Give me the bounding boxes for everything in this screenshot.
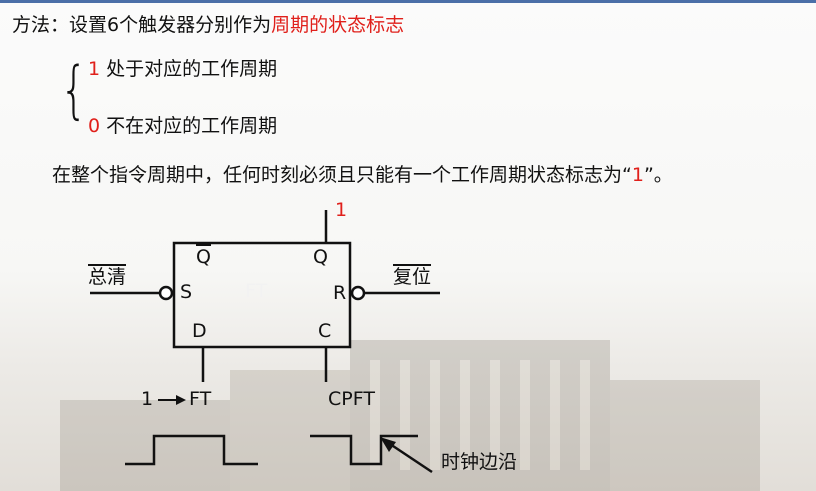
d-input-target: FT: [189, 388, 212, 410]
flipflop-box: [172, 241, 352, 349]
pin-q: Q: [313, 246, 328, 268]
option-zero: 0 不在对应的工作周期: [88, 111, 277, 138]
reset-input-label: 复位: [393, 264, 432, 288]
flipflop-name: FT: [245, 280, 268, 302]
option-one-value: 1: [88, 58, 101, 80]
d-input-value: 1: [141, 388, 154, 410]
option-one: 1 处于对应的工作周期: [88, 54, 277, 81]
set-inversion-bubble: [158, 285, 174, 301]
pin-r: R: [333, 282, 347, 304]
clock-waveform: [310, 434, 418, 466]
d-input-arrowhead: [176, 395, 186, 405]
pin-qbar: Q: [196, 244, 211, 268]
background-building-image: [60, 340, 760, 491]
reset-inversion-bubble: [350, 285, 366, 301]
rule-value: 1: [631, 164, 644, 186]
option-one-text: 处于对应的工作周期: [100, 58, 278, 80]
option-zero-value: 0: [88, 115, 101, 137]
clock-edge-label: 时钟边沿: [441, 451, 518, 473]
method-heading-prefix: 方法：设置6个触发器分别作为: [12, 14, 272, 36]
title-bar-stripe: [0, 0, 816, 3]
curly-brace: {: [60, 53, 88, 126]
option-zero-text: 不在对应的工作周期: [100, 115, 278, 137]
rule-statement: 在整个指令周期中，任何时刻必须且只能有一个工作周期状态标志为“1”。: [52, 160, 673, 187]
pulse-waveform: [125, 434, 258, 466]
pin-c: C: [318, 320, 332, 342]
pin-d: D: [192, 320, 207, 342]
pin-s: S: [180, 281, 193, 303]
rule-prefix: 在整个指令周期中，任何时刻必须且只能有一个工作周期状态标志为“: [52, 164, 632, 186]
method-heading: 方法：设置6个触发器分别作为周期的状态标志: [12, 10, 404, 37]
clock-edge-arrowhead: [380, 437, 396, 452]
clock-edge-pointer: [386, 440, 433, 474]
clock-input-label: CPFT: [328, 388, 375, 410]
rule-suffix: ”。: [643, 164, 673, 186]
set-input-label: 总清: [88, 264, 127, 288]
method-heading-highlight: 周期的状态标志: [271, 14, 405, 36]
q-output-value: 1: [335, 199, 348, 221]
